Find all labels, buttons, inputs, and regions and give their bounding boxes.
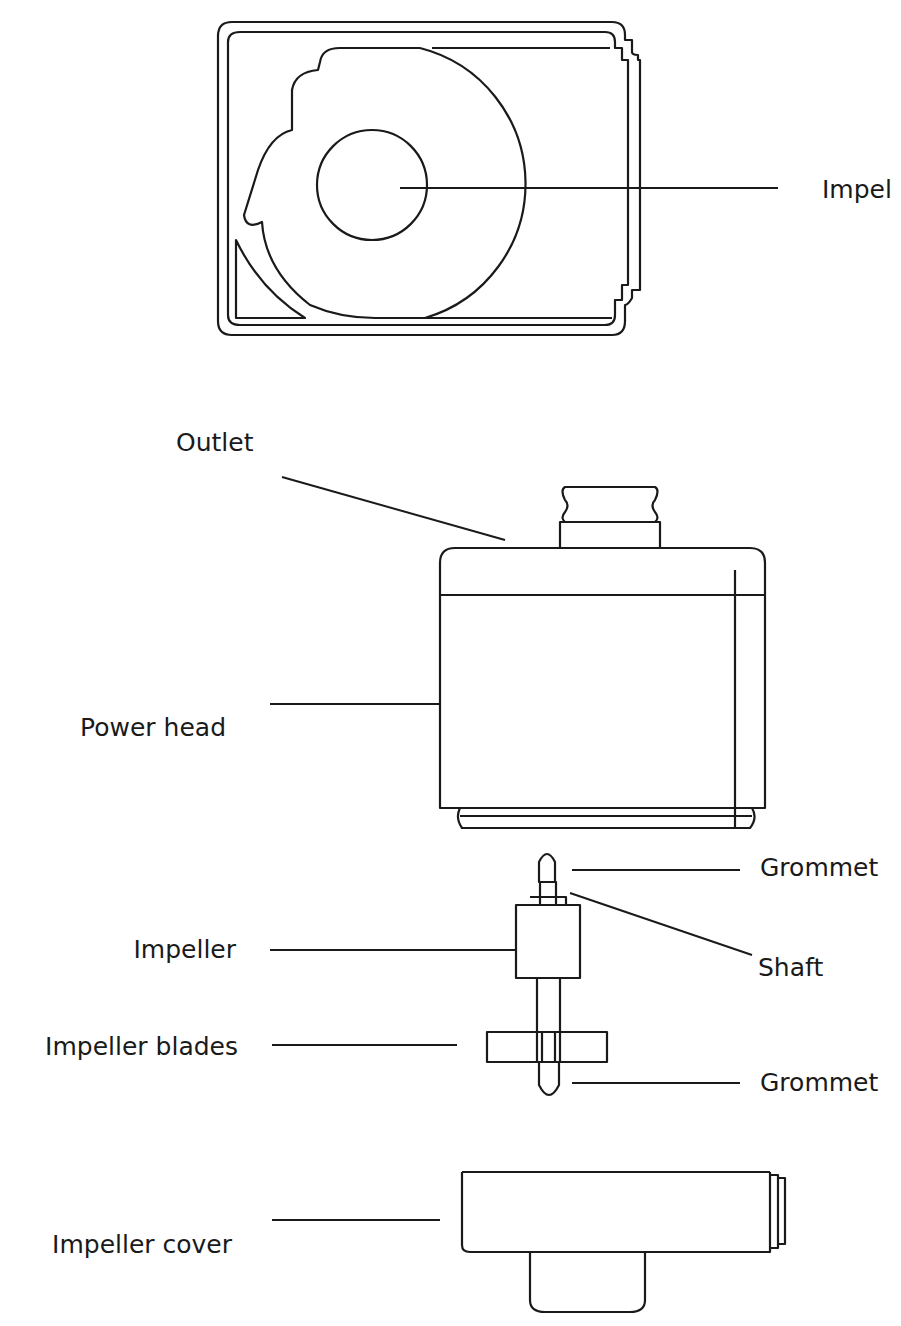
part-label: Power head: [80, 713, 226, 743]
impeller-assembly: [487, 854, 607, 1095]
part-label: Outlet: [176, 428, 253, 458]
part-label: Grommet: [760, 1068, 878, 1098]
top-view: [218, 22, 640, 335]
part-label: Impel: [822, 175, 892, 205]
part-label: Impeller blades: [45, 1032, 238, 1062]
leader-lines: [270, 188, 778, 1220]
part-label: Grommet: [760, 853, 878, 883]
part-label: Impeller cover: [52, 1230, 232, 1260]
impeller-cover: [462, 1172, 785, 1312]
part-label: Impeller: [133, 935, 236, 965]
power-head: [440, 487, 765, 828]
part-label: Shaft: [758, 953, 823, 983]
